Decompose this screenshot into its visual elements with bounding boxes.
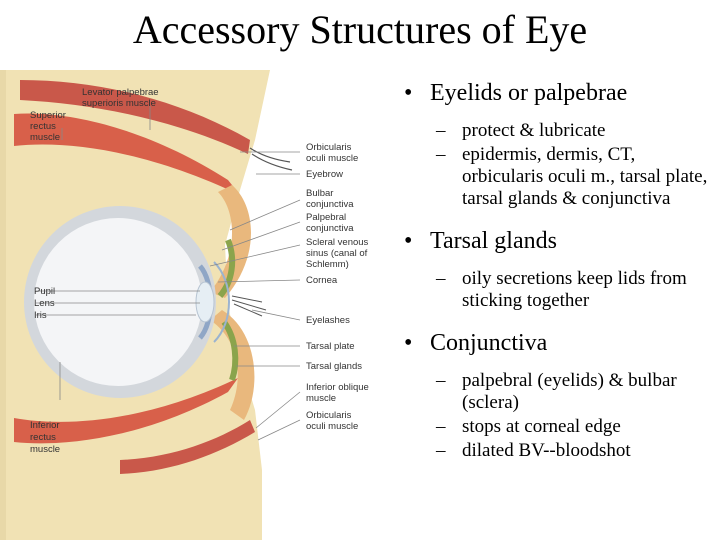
eyebrow-hair (249, 147, 291, 163)
label-inferior-oblique-2: muscle (306, 393, 336, 404)
upper-eyelid (210, 185, 251, 298)
label-scleral-sinus-3: Schlemm) (306, 259, 349, 270)
label-scleral-sinus-1: Scleral venous (306, 237, 369, 248)
leader-lines (36, 106, 301, 441)
label-levator-2: superioris muscle (82, 98, 156, 109)
vitreous-body (34, 218, 202, 386)
label-superior-rectus-2: rectus (30, 121, 56, 132)
label-eyelashes: Eyelashes (306, 315, 350, 326)
bullet-tarsal-glands: Tarsal glands (398, 226, 716, 256)
label-orbicularis-1: Orbicularis (306, 142, 352, 153)
sub-bullet-protect: –protect & lubricate (436, 120, 606, 141)
label-superior-rectus-1: Superior (30, 110, 66, 121)
cornea (213, 261, 230, 343)
label-inferior-rectus-2: rectus (30, 432, 56, 443)
label-iris: Iris (34, 310, 47, 321)
sub-bullet-palpebral: –palpebral (eyelids) & bulbar (sclera) (436, 370, 677, 413)
sub-bullet-corneal-edge: –stops at corneal edge (436, 416, 621, 437)
label-orbicularis-lower-2: oculi muscle (306, 421, 358, 432)
label-tarsal-plate: Tarsal plate (306, 341, 355, 352)
lens (195, 281, 215, 323)
levator-palpebrae-muscle (20, 80, 250, 154)
label-inferior-rectus-3: muscle (30, 444, 60, 455)
label-cornea: Cornea (306, 275, 338, 286)
label-orbicularis-2: oculi muscle (306, 153, 358, 164)
eye-diagram-svg: Levator palpebrae superioris muscle Supe… (0, 70, 369, 540)
sub-bullet-oily: –oily secretions keep lids from sticking… (436, 268, 687, 311)
label-bulbar-conjunctiva-1: Bulbar (306, 188, 333, 199)
upper-tarsal-plate (217, 238, 236, 298)
label-palpebral-conjunctiva-1: Palpebral (306, 212, 346, 223)
inferior-rectus-muscle (14, 378, 238, 444)
slide-title: Accessory Structures of Eye (132, 7, 588, 52)
eye-anatomy-diagram: Levator palpebrae superioris muscle Supe… (0, 70, 390, 540)
lower-eyelid (210, 310, 255, 420)
label-superior-rectus-3: muscle (30, 132, 60, 143)
bullet-conjunctiva: Conjunctiva (398, 328, 716, 358)
label-tarsal-glands: Tarsal glands (306, 361, 362, 372)
label-eyebrow: Eyebrow (306, 169, 343, 180)
label-bulbar-conjunctiva-2: conjunctiva (306, 199, 354, 210)
inferior-oblique-muscle (120, 420, 255, 474)
lower-tarsal-plate (221, 320, 239, 381)
label-orbicularis-lower-1: Orbicularis (306, 410, 352, 421)
bullet-eyelids: Eyelids or palpebrae (398, 78, 716, 108)
label-inferior-rectus-1: Inferior (30, 420, 60, 431)
eyelashes (231, 295, 267, 317)
bullet-list: Eyelids or palpebrae –protect & lubricat… (398, 78, 716, 464)
label-palpebral-conjunctiva-2: conjunctiva (306, 223, 354, 234)
label-scleral-sinus-2: sinus (canal of (306, 248, 368, 259)
superior-rectus-muscle (14, 113, 240, 195)
label-pupil: Pupil (34, 286, 55, 297)
label-lens: Lens (34, 298, 55, 309)
label-levator-1: Levator palpebrae (82, 87, 159, 98)
sub-bullet-bloodshot: –dilated BV--bloodshot (436, 440, 631, 461)
label-inferior-oblique-1: Inferior oblique (306, 382, 369, 393)
bone-edge (0, 70, 6, 540)
sub-bullet-layers: –epidermis, dermis, CT, orbicularis ocul… (436, 144, 708, 209)
